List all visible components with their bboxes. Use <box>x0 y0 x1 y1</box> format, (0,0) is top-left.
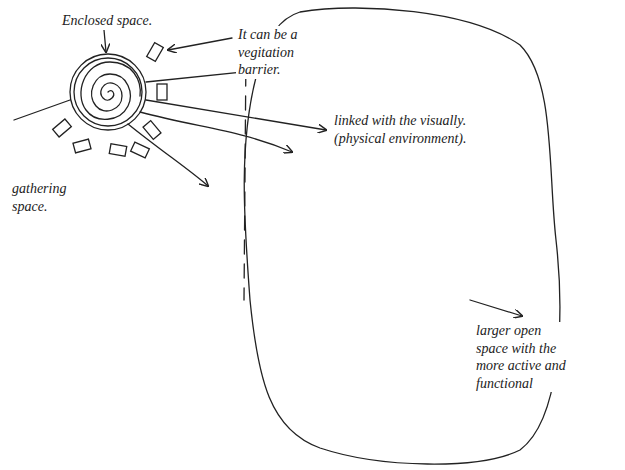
label-slot: linked with the visually. (physical envi… <box>332 112 492 147</box>
dashed-line <box>244 48 246 300</box>
barrier-note: It can be a vegitation barrier. <box>236 26 324 79</box>
leader-arrow <box>146 100 326 130</box>
open-space-note: larger open space with the more active a… <box>474 322 578 392</box>
enclosed-space-label: Enclosed space. <box>60 12 154 30</box>
leader-line <box>14 100 70 120</box>
enclosed-space-spiral <box>70 54 146 130</box>
gathering-space-label: gathering space. <box>10 180 80 215</box>
label-slot: Enclosed space. <box>60 10 190 30</box>
visual-link-note: linked with the visually. (physical envi… <box>332 112 492 147</box>
leader-arrow <box>128 124 208 186</box>
label-slot: It can be a vegitation barrier. <box>236 26 324 79</box>
leader-arrow <box>140 112 292 152</box>
leader-arrow <box>104 30 106 52</box>
label-slot: larger open space with the more active a… <box>474 322 578 392</box>
leader-arrow <box>168 38 232 50</box>
leader-arrow <box>470 300 522 316</box>
label-slot: gathering space. <box>10 180 80 215</box>
